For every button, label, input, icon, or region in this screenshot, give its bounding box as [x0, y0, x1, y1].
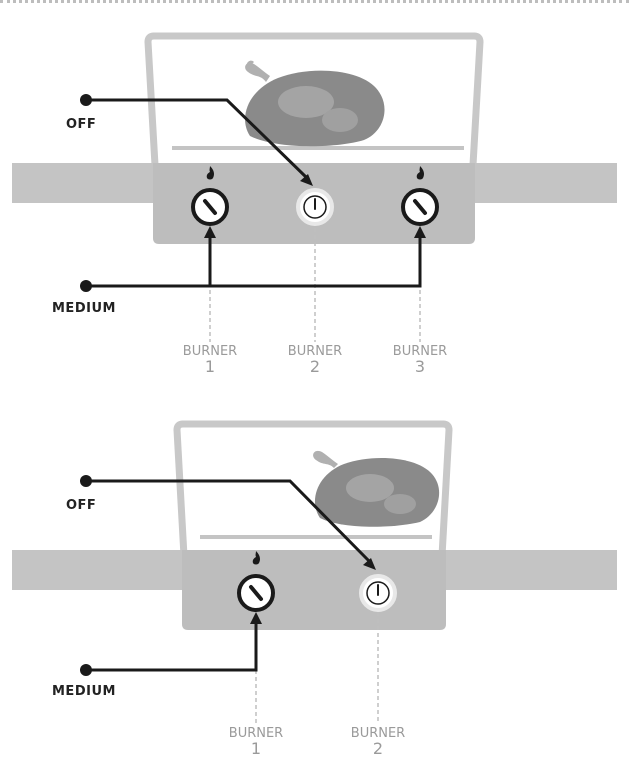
top-knob-3 [401, 188, 439, 226]
bottom-off-arrow [86, 479, 372, 564]
top-burner-word-2: BURNER [287, 344, 343, 359]
top-grill [12, 32, 617, 342]
top-medium-line [86, 236, 422, 288]
top-burner-num-3: 3 [414, 357, 426, 376]
top-knob-2 [296, 188, 334, 226]
bottom-burner-word-2: BURNER [350, 726, 406, 741]
bottom-medium-label: MEDIUM [52, 684, 116, 699]
top-off-arrow [86, 98, 309, 180]
top-burner-label-1: BURNER 1 [170, 344, 250, 375]
bottom-knob-1 [237, 574, 275, 612]
bottom-control-panel [182, 550, 446, 630]
bottom-burner-label-2: BURNER 2 [338, 726, 418, 757]
bottom-burner-num-2: 2 [372, 739, 384, 758]
top-knob-1 [191, 188, 229, 226]
bottom-knob-2 [359, 574, 397, 612]
top-burner-word-3: BURNER [392, 344, 448, 359]
top-medium-label: MEDIUM [52, 301, 116, 316]
bottom-off-label: OFF [66, 498, 97, 513]
top-burner-label-2: BURNER 2 [275, 344, 355, 375]
top-medium-arrowhead-3 [414, 226, 426, 238]
bottom-medium-line [86, 622, 258, 672]
bottom-grill-grate [200, 535, 432, 539]
bottom-turkey [313, 450, 440, 527]
bottom-off-arrowhead [363, 558, 376, 570]
top-burner-num-2: 2 [309, 357, 321, 376]
top-burner-label-3: BURNER 3 [380, 344, 460, 375]
bottom-medium-arrowhead [250, 612, 262, 624]
bottom-grill-lid [173, 420, 453, 557]
dotted-top-border [0, 0, 629, 8]
top-burner-num-1: 1 [204, 357, 216, 376]
bottom-grill [12, 420, 617, 724]
top-grill-grate [172, 146, 464, 150]
top-turkey [245, 60, 385, 147]
top-medium-arrowhead-1 [204, 226, 216, 238]
bottom-burner-label-1: BURNER 1 [216, 726, 296, 757]
top-grill-lid [144, 32, 484, 166]
top-off-arrowhead [300, 174, 313, 186]
top-burner-word-1: BURNER [182, 344, 238, 359]
top-off-label: OFF [66, 117, 97, 132]
bottom-burner-num-1: 1 [250, 739, 262, 758]
bottom-burner-word-1: BURNER [228, 726, 284, 741]
